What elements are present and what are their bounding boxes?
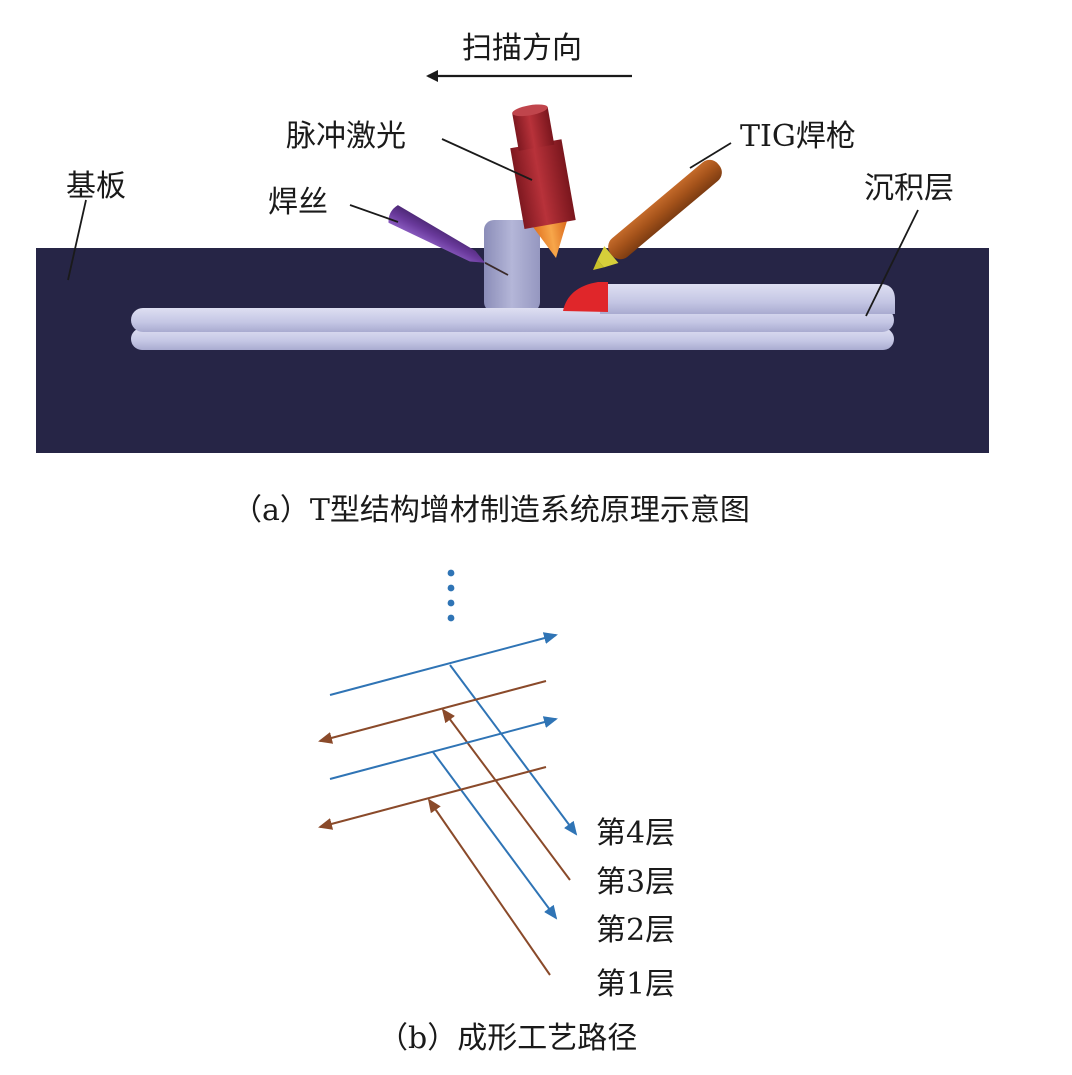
caption-a: （a）T型结构增材制造系统原理示意图 — [232, 493, 750, 528]
layer-label-2: 第2层 — [596, 913, 675, 948]
current-deposit-bead — [600, 284, 895, 314]
pulse-laser-head — [510, 104, 576, 258]
leader-line-deposit — [865, 209, 919, 317]
wire-feeder — [388, 205, 509, 276]
continuation-dot — [447, 569, 455, 577]
wire-label: 焊丝 — [268, 185, 328, 220]
tig-torch-label: TIG焊枪 — [740, 119, 856, 154]
layer-label-3: 第3层 — [596, 865, 675, 900]
leader-line-laser — [441, 138, 533, 181]
layer1-flange-path — [318, 766, 547, 830]
leader-line-wire — [349, 204, 399, 223]
panel-b-process-path: 第4层 第3层 第2层 第1层 （b）成形工艺路径 — [318, 569, 675, 1056]
layer4-web-path — [449, 664, 578, 836]
layer3-web-path — [441, 708, 571, 881]
substrate-label: 基板 — [66, 169, 126, 204]
continuation-dot — [447, 599, 455, 607]
melt-pool — [563, 282, 608, 312]
layer2-flange-path — [329, 716, 558, 780]
continuation-dot — [447, 584, 455, 592]
t-wall-web — [484, 220, 540, 312]
scan-direction-label: 扫描方向 — [462, 31, 582, 66]
pulse-laser-label: 脉冲激光 — [286, 119, 406, 154]
layer4-flange-path — [329, 632, 558, 696]
leader-line-substrate — [67, 199, 87, 281]
deposit-layer-lower — [131, 328, 894, 350]
continuation-dot — [447, 614, 455, 622]
layer-label-1: 第1层 — [596, 967, 675, 1002]
leader-line-tig — [689, 142, 732, 169]
layer2-web-path — [432, 751, 558, 920]
layer-label-4: 第4层 — [596, 816, 675, 851]
caption-b: （b）成形工艺路径 — [378, 1021, 637, 1056]
layer1-web-path — [427, 798, 551, 976]
layer3-flange-path — [318, 680, 547, 744]
tig-torch — [593, 159, 722, 270]
deposit-layer-label: 沉积层 — [864, 171, 954, 206]
panel-a-schematic: 扫描方向 — [36, 31, 989, 528]
